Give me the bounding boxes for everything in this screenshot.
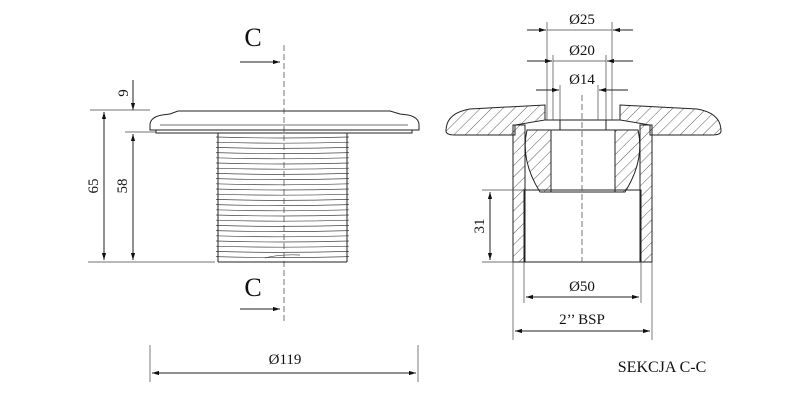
flange-lip [155,129,413,134]
inner-tube [550,129,616,193]
dim-socket-depth: 31 [472,219,488,234]
section-title: SEKCJA C-C [618,359,706,376]
front-view: C C 9 65 58 Ø119 [86,23,420,382]
thread-line [215,199,350,201]
thread-line [215,183,350,186]
thread-line [215,188,350,191]
threaded-body [215,136,350,258]
thread-line [215,167,350,170]
thread-line [215,209,350,212]
body-wall-right [639,124,653,263]
thread-line [215,251,350,253]
thread-line [215,173,350,175]
thread-line [215,240,350,243]
thread-line [215,147,350,149]
socket [523,189,642,263]
ball-right [614,129,641,193]
section-mark-bottom: C [244,273,261,302]
flange-left [445,104,546,136]
flange-right [619,104,722,136]
thread-line [215,214,350,217]
thread-line [215,245,350,248]
thread-line [215,235,350,238]
thread-line [215,162,350,165]
thread-line [215,136,350,139]
section-view: Ø25 Ø20 Ø14 31 Ø50 2’’ BSP SEKCJA C-C [445,12,722,376]
dim-d25: Ø25 [569,12,595,28]
thread-line [215,256,350,258]
dim-total-height: 65 [86,179,102,194]
thread-line [215,193,350,196]
dim-thread: 2’’ BSP [559,312,605,328]
thread-line [215,157,350,160]
thread-line [215,225,350,227]
section-mark-top: C [244,23,261,52]
thread-line [215,230,350,232]
dim-d50: Ø50 [569,279,595,295]
dim-flange-height: 9 [116,89,132,97]
ball-left [524,129,552,193]
dim-flange-diameter: Ø119 [269,352,302,368]
thread-line [215,204,350,206]
thread-line [215,141,350,144]
thread-line [215,219,350,222]
flange [149,110,420,131]
thread-line [215,178,350,180]
dim-thread-height: 58 [115,179,131,194]
dim-d14: Ø14 [569,72,595,88]
body-wall-left [512,124,526,263]
dim-d20: Ø20 [569,43,595,59]
thread-line [215,152,350,154]
